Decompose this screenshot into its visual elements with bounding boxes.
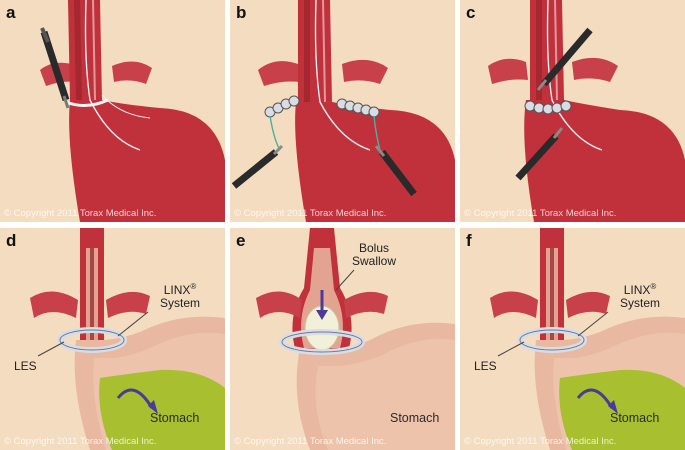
- system-label: System: [160, 296, 200, 310]
- copyright-note: © Copyright 2011 Torax Medical Inc.: [234, 436, 386, 447]
- swallow-label: Swallow: [352, 254, 396, 268]
- copyright-note: © Copyright 2011 Torax Medical Inc.: [4, 436, 156, 447]
- panel-label: b: [236, 3, 246, 23]
- panel-label: c: [466, 3, 475, 23]
- bolus-label: Bolus: [359, 241, 389, 255]
- panel-c-illustration: [460, 0, 685, 222]
- copyright-note: © Copyright 2011 Torax Medical Inc.: [234, 208, 386, 219]
- panel-e: e Bolus Swallow Stomach © Copyright 2011…: [230, 228, 455, 450]
- stomach-label: Stomach: [150, 412, 199, 425]
- linx-system-label: LINX® System: [160, 280, 200, 310]
- panel-d: d LINX® System LES Stomach © Copyright 2…: [0, 228, 225, 450]
- linx-label: LINX: [164, 283, 191, 297]
- les-label: LES: [14, 360, 37, 373]
- panel-b: b © Copyright 2011 Torax Medical Inc.: [230, 0, 455, 222]
- panel-f: f LINX® System LES Stomach © Copyright 2…: [460, 228, 685, 450]
- panel-a-illustration: [0, 0, 225, 222]
- linx-label: LINX: [624, 283, 651, 297]
- stomach-label: Stomach: [390, 412, 439, 425]
- panel-b-illustration: [230, 0, 455, 222]
- linx-system-label: LINX® System: [620, 280, 660, 310]
- panel-label: f: [466, 231, 472, 251]
- copyright-note: © Copyright 2011 Torax Medical Inc.: [4, 208, 156, 219]
- system-label: System: [620, 296, 660, 310]
- panel-a: a © Copyright 2011 Torax Medical Inc.: [0, 0, 225, 222]
- registered-mark: ®: [190, 282, 196, 291]
- registered-mark: ®: [650, 282, 656, 291]
- diaphragm-right: [112, 61, 152, 84]
- panel-label: d: [6, 231, 16, 251]
- panel-label: e: [236, 231, 245, 251]
- les-label: LES: [474, 360, 497, 373]
- panel-label: a: [6, 3, 15, 23]
- stomach-label: Stomach: [610, 412, 659, 425]
- panel-c: c © Copyright 2011 Torax Medical Inc.: [460, 0, 685, 222]
- copyright-note: © Copyright 2011 Torax Medical Inc.: [464, 436, 616, 447]
- copyright-note: © Copyright 2011 Torax Medical Inc.: [464, 208, 616, 219]
- bolus-swallow-label: Bolus Swallow: [352, 242, 396, 268]
